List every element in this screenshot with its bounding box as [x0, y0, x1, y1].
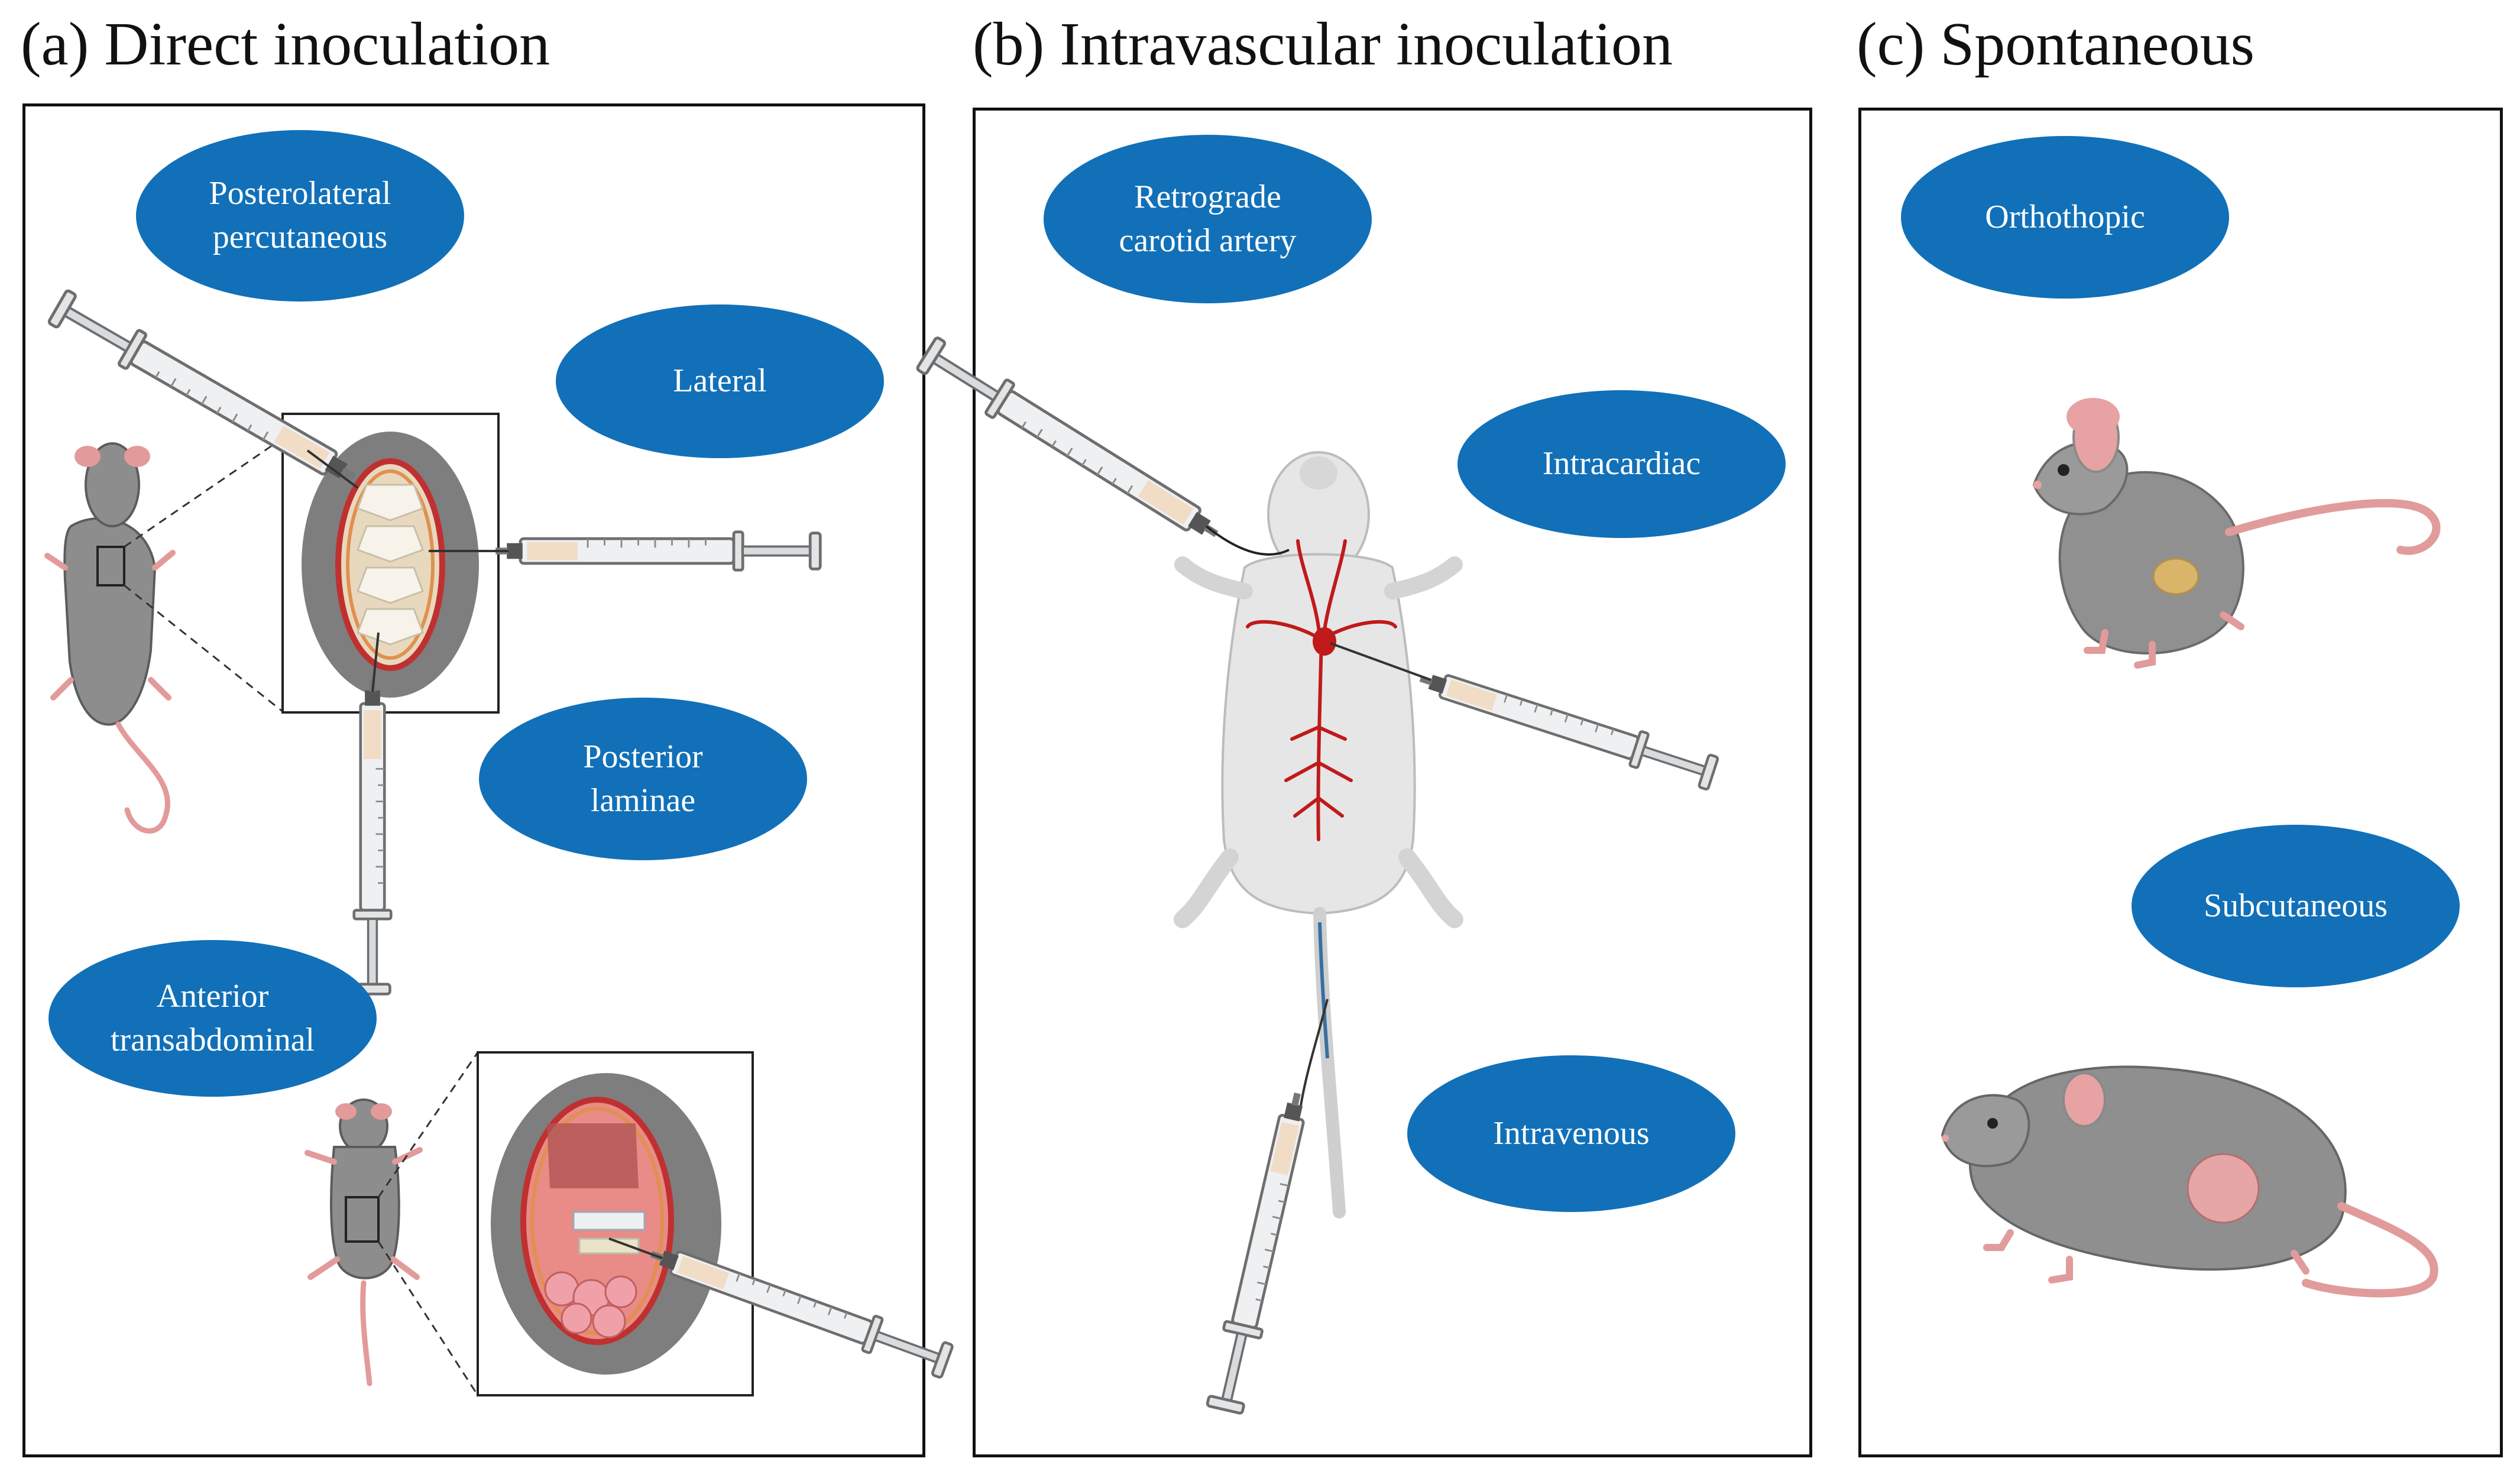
spine-inset [281, 413, 500, 714]
label-intravenous: Intravenous [1407, 1055, 1735, 1212]
syringe-posterior-a [354, 632, 391, 994]
label-retrograde-carotid-artery: Retrograde carotid artery [1044, 135, 1372, 303]
label-line-2: percutaneous [212, 219, 388, 255]
label-line-2: carotid artery [1119, 222, 1297, 259]
label-posterior-laminae: Posterior laminae [479, 698, 807, 860]
label-intracardiac: Intracardiac [1457, 390, 1786, 538]
mouse-top-view-a1 [44, 442, 176, 834]
label-line-2: transabdominal [110, 1021, 315, 1058]
label-anterior-transabdominal: Anterior transabdominal [48, 940, 377, 1097]
label-line-1: Intracardiac [1542, 445, 1701, 482]
label-line-1: Anterior [156, 977, 269, 1015]
mouse-supine-b [1174, 451, 1463, 1218]
syringe-intravenous-b [1206, 999, 1329, 1414]
label-line-1: Intravenous [1493, 1114, 1650, 1152]
label-posterolateral-percutaneous: Posterolateral percutaneous [136, 130, 464, 302]
label-line-1: Subcutaneous [2203, 887, 2388, 924]
panel-title-spontaneous: (c) Spontaneous [1857, 10, 2255, 78]
syringe-anterior-a [608, 1237, 953, 1379]
mouse-orthotopic-c [2032, 398, 2441, 669]
label-subcutaneous: Subcutaneous [2132, 825, 2460, 987]
label-line-1: Orthothopic [1985, 198, 2145, 235]
syringe-intracardiac-b [1330, 642, 1719, 791]
label-line-1: Retrograde [1134, 178, 1281, 215]
label-line-2: laminae [590, 782, 696, 819]
panel-title-direct: (a) Direct inoculation [21, 10, 550, 78]
label-lateral: Lateral [556, 304, 884, 458]
abdominal-inset [477, 1051, 754, 1396]
dashed-zoom-lines-a2 [377, 1052, 479, 1396]
mouse-subcutaneous-c [1941, 1065, 2438, 1298]
label-line-1: Lateral [673, 362, 767, 400]
mouse-ventral-view-a2 [305, 1098, 423, 1386]
syringe-retrograde-b [916, 336, 1290, 556]
label-line-1: Posterior [583, 738, 703, 775]
panel-title-intravascular: (b) Intravascular inoculation [973, 10, 1673, 78]
label-orthothopic: Orthothopic [1901, 136, 2229, 299]
dashed-zoom-lines-a1 [124, 436, 284, 714]
syringe-lateral-a [429, 532, 820, 571]
label-line-1: Posterolateral [209, 175, 391, 212]
syringe-posterolateral-a [48, 289, 364, 495]
